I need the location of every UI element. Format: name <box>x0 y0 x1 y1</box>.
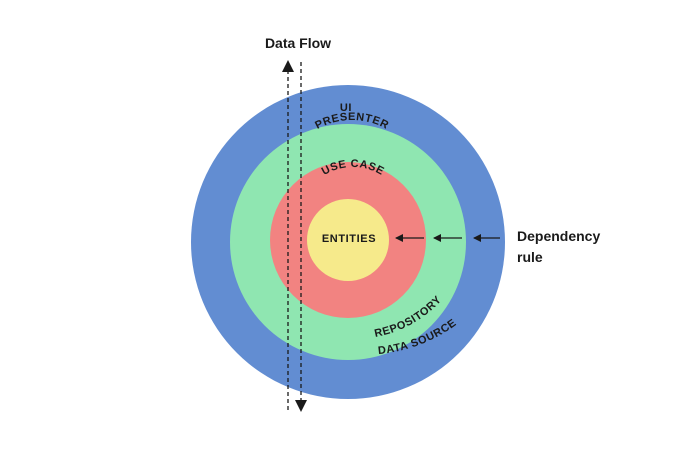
data-flow-up-arrowhead-icon <box>282 60 294 72</box>
data-flow-title: Data Flow <box>265 35 331 51</box>
dependency-label-line2: rule <box>517 249 543 265</box>
ui-layer-label: UI <box>340 102 352 114</box>
dependency-label-line1: Dependency <box>517 228 600 244</box>
data-flow-down-arrowhead-icon <box>295 400 307 412</box>
entities-core <box>307 199 389 281</box>
entities-core-label: ENTITIES <box>322 233 376 245</box>
